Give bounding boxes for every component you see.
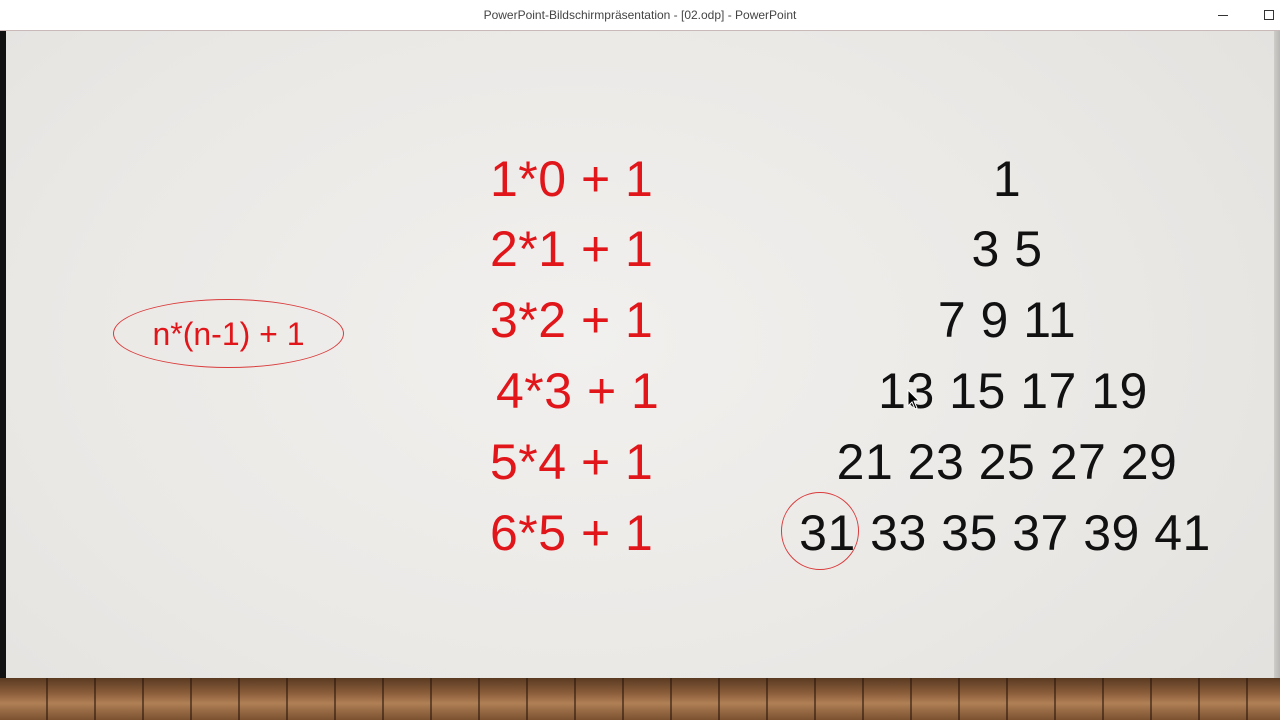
general-formula-oval: n*(n-1) + 1 — [113, 299, 344, 368]
odd-row-3: 7 9 11 — [937, 292, 1077, 348]
wood-floor-decoration — [0, 678, 1280, 720]
general-formula: n*(n-1) + 1 — [152, 315, 305, 352]
formula-row-3: 3*2 + 1 — [490, 292, 654, 348]
slideshow-slide[interactable]: n*(n-1) + 1 1*0 + 1 2*1 + 1 3*2 + 1 4*3 … — [0, 31, 1280, 720]
mouse-cursor-icon — [907, 389, 921, 410]
slide-right-border — [1274, 31, 1280, 679]
formula-row-2: 2*1 + 1 — [490, 221, 654, 277]
formula-row-6: 6*5 + 1 — [490, 505, 654, 561]
formula-row-4: 4*3 + 1 — [496, 363, 660, 419]
window-title: PowerPoint-Bildschirmpräsentation - [02.… — [483, 8, 797, 22]
formula-row-5: 5*4 + 1 — [490, 434, 654, 490]
minimize-button[interactable] — [1200, 0, 1246, 30]
odd-row-1: 1 — [992, 151, 1022, 207]
window-title-bar: PowerPoint-Bildschirmpräsentation - [02.… — [0, 0, 1280, 31]
odd-row-2: 3 5 — [971, 221, 1043, 277]
maximize-button[interactable] — [1246, 0, 1280, 30]
odd-row-6: 31 33 35 37 39 41 — [799, 505, 1211, 561]
highlight-circle — [781, 492, 859, 570]
maximize-icon — [1264, 10, 1274, 20]
formula-row-1: 1*0 + 1 — [490, 151, 654, 207]
odd-row-4: 13 15 17 19 — [878, 363, 1148, 419]
slide-left-border — [0, 31, 6, 679]
minimize-icon — [1218, 14, 1228, 16]
odd-row-5: 21 23 25 27 29 — [836, 434, 1178, 490]
